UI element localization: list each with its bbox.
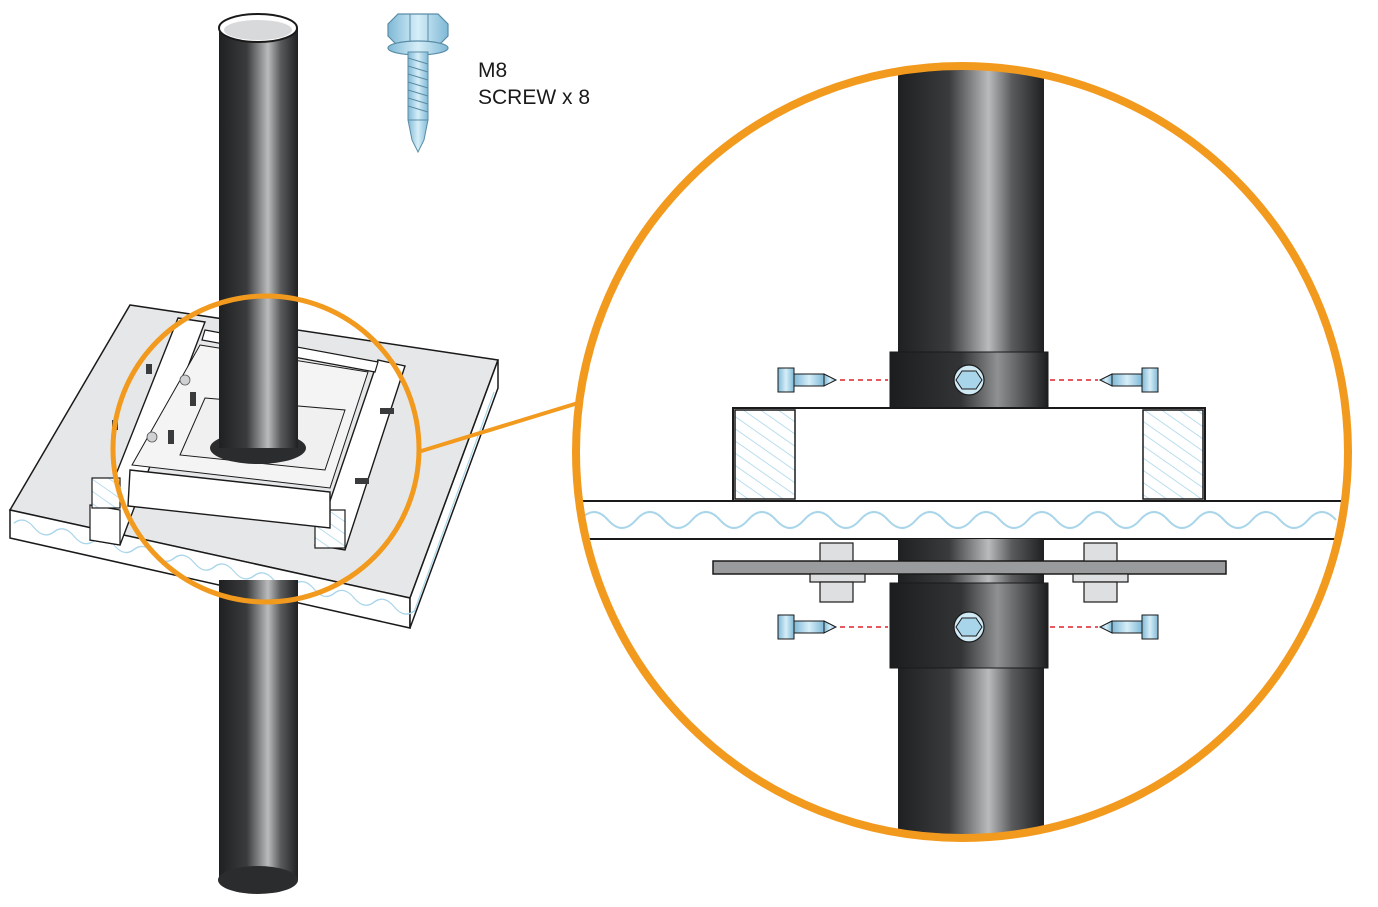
detail-frame-base — [732, 407, 1206, 502]
screw-lower-right — [1098, 614, 1159, 640]
detail-ring-large — [572, 62, 1352, 842]
hex-screw-icon — [387, 13, 449, 154]
nuts-left — [146, 374, 191, 443]
isometric-assembly — [8, 13, 579, 894]
detail-roof-board — [576, 500, 1348, 540]
detail-frame-hatch-right — [1142, 409, 1204, 500]
detail-pole-upper — [898, 66, 1044, 360]
frame-left-rail-face — [89, 504, 121, 546]
screw-size-label: M8 — [478, 59, 508, 82]
detail-bracket-plate — [712, 560, 1227, 575]
pole-upper — [219, 28, 298, 448]
detail-ring-small — [110, 293, 422, 605]
detail-frame-hatch-left — [734, 409, 796, 500]
screw-upper-right — [1098, 367, 1159, 393]
corrugation-front — [13, 519, 415, 615]
screw-lower-left — [777, 614, 838, 640]
pole-lower — [219, 580, 298, 880]
screw-guide-lines — [840, 379, 1098, 628]
detail-corrugation — [579, 511, 1337, 529]
detail-nuts — [809, 542, 1129, 603]
detail-view — [572, 62, 1352, 842]
callout-connector — [417, 401, 579, 454]
screw-callout-label: M8 SCREW x 8 — [478, 57, 590, 111]
corrugation-side — [413, 391, 495, 613]
screw-quantity-label: SCREW x 8 — [478, 86, 591, 109]
screw-upper-left — [777, 367, 838, 393]
frame-front-rail — [127, 469, 331, 529]
pole-bottom-end — [218, 866, 298, 894]
pole-top-inner — [224, 20, 292, 40]
